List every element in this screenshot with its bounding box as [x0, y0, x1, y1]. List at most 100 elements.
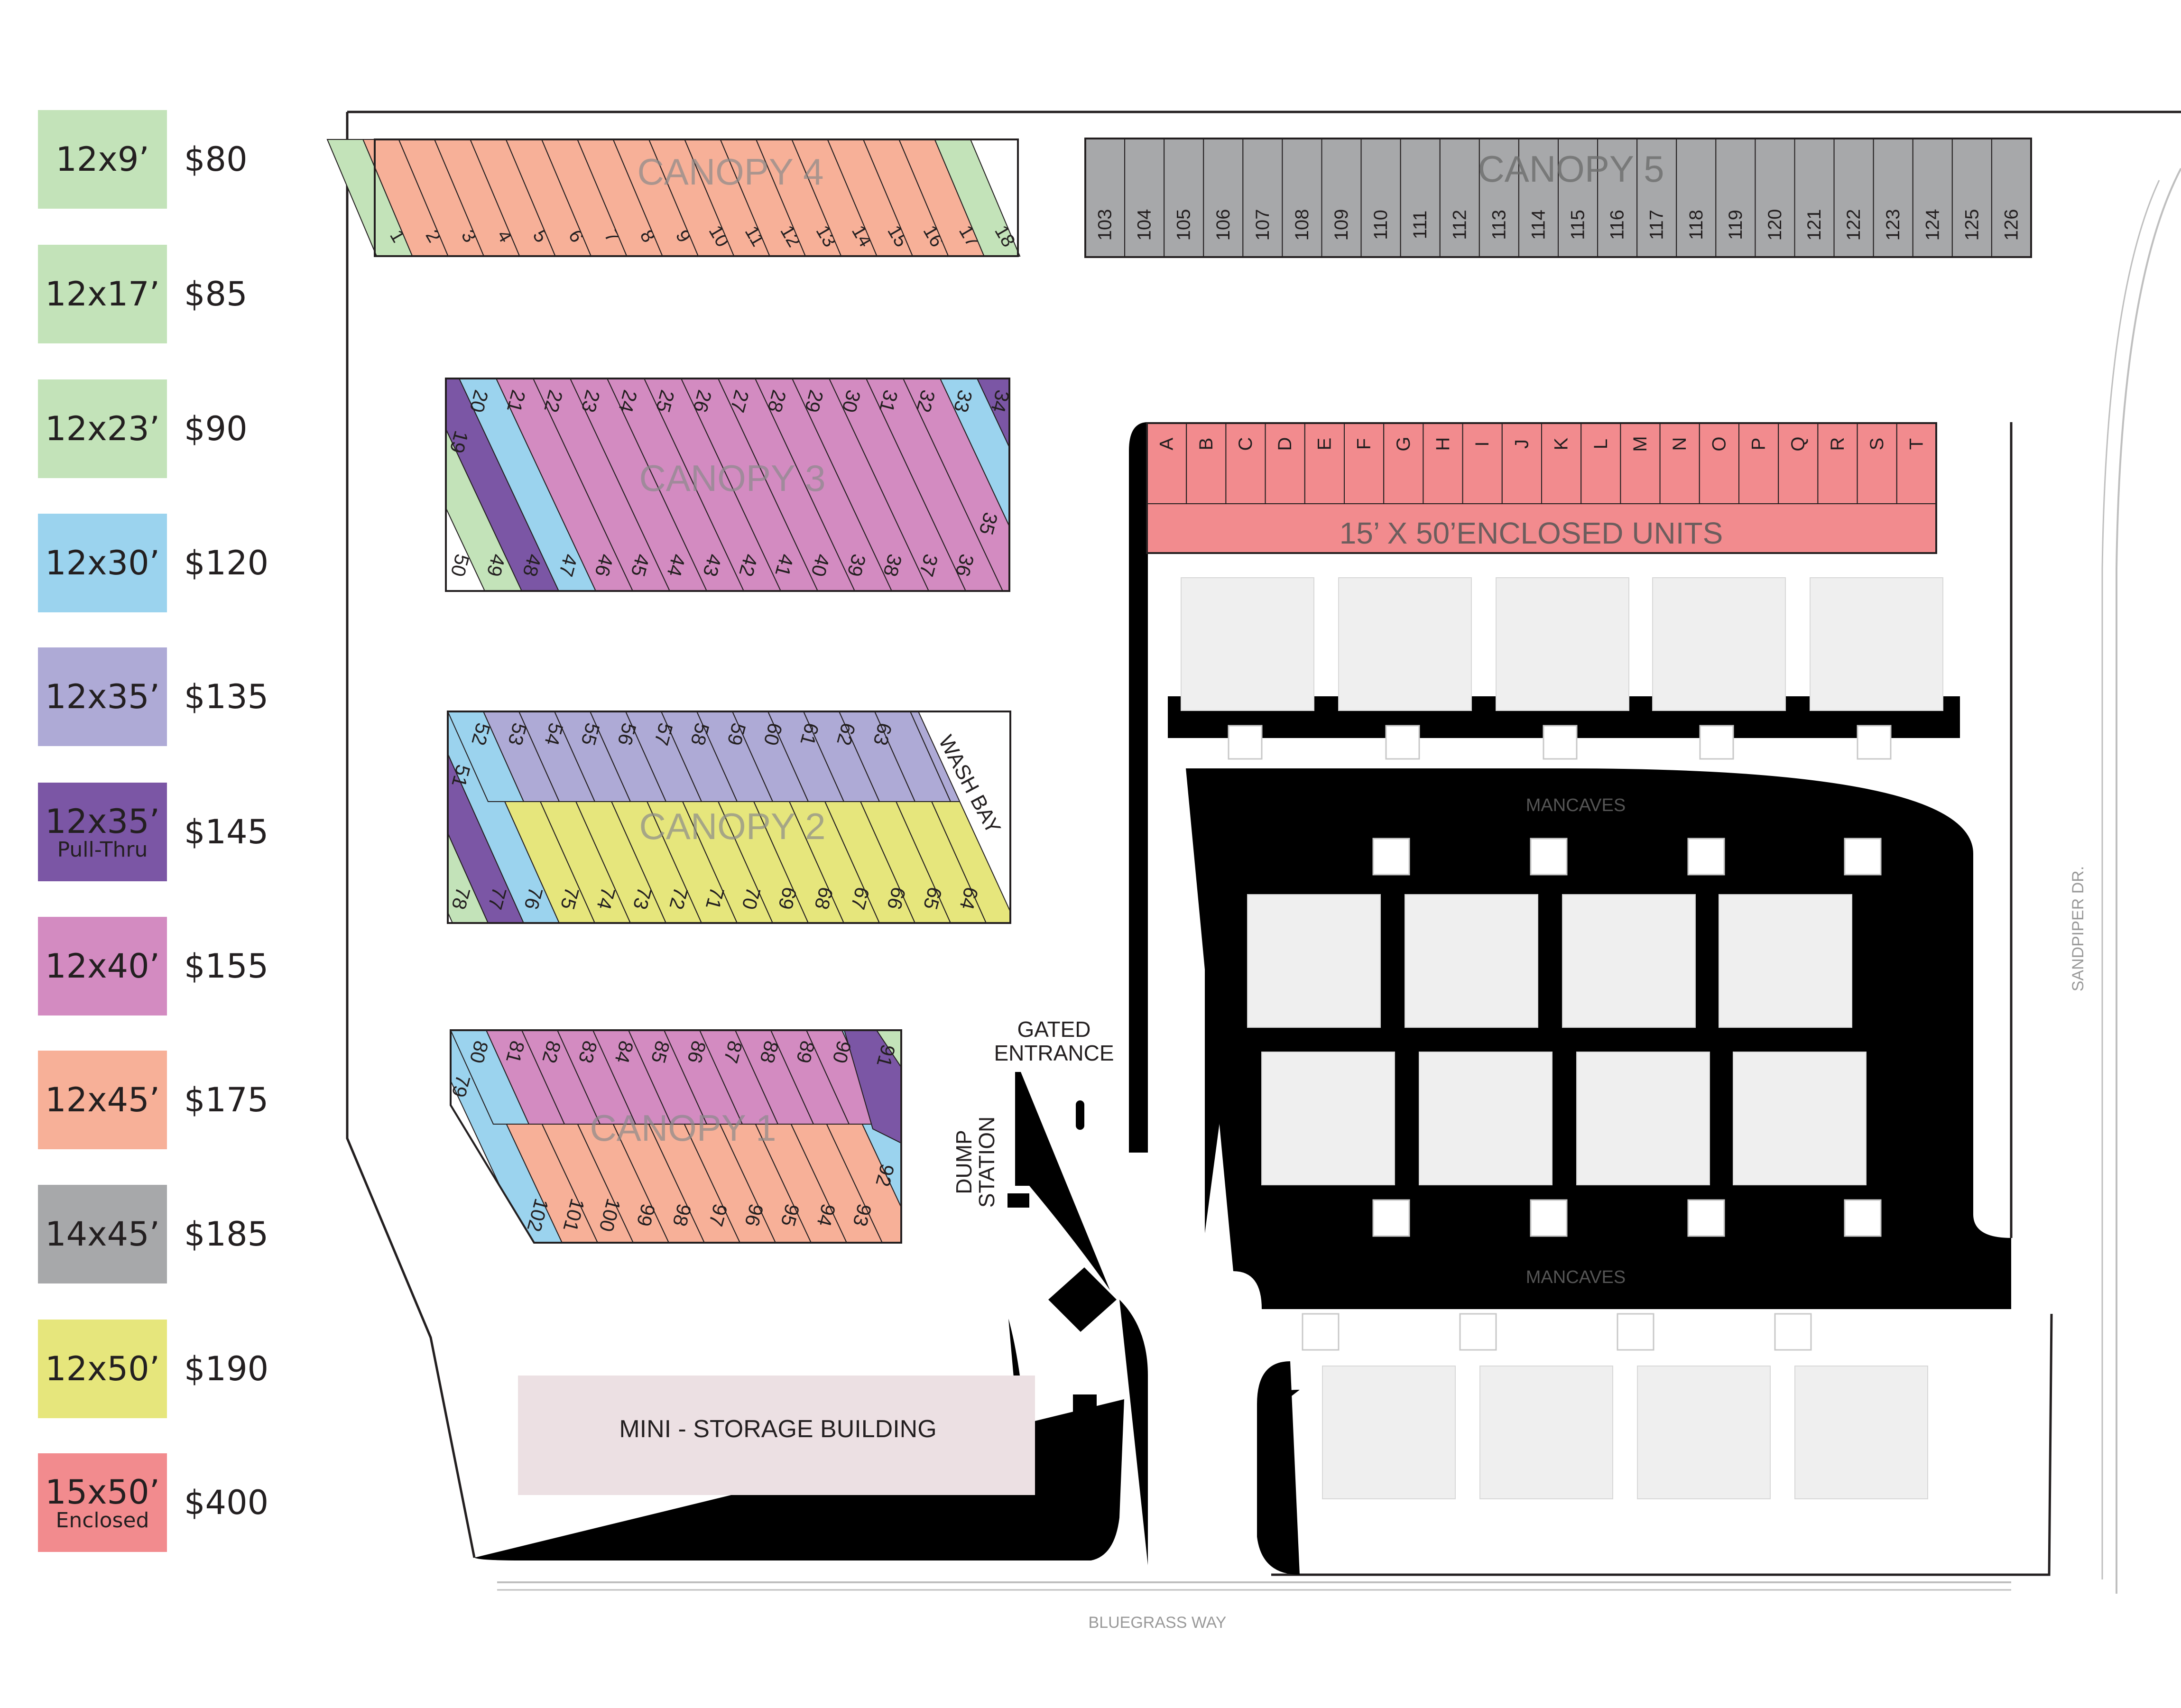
canopy-5-unit-number: 126	[2001, 209, 2022, 241]
enclosed-unit-letter: F	[1354, 438, 1375, 450]
mancave-door-pad	[1302, 1313, 1340, 1351]
enclosed-unit-letter: J	[1511, 439, 1532, 449]
canopy-1-title: CANOPY 1	[590, 1107, 776, 1149]
legend-size: 12x50’	[45, 1349, 160, 1388]
enclosed-unit	[1304, 423, 1345, 504]
enclosed-unit-letter: N	[1669, 437, 1690, 451]
canopy-5-unit	[1360, 138, 1401, 258]
gated-entrance-label-line2: ENTRANCE	[994, 1041, 1114, 1065]
legend-swatch: 12x9’	[38, 110, 167, 209]
dump-station-label-line1: DUMP	[952, 1130, 976, 1194]
canopy-1-unit-lower	[451, 1030, 563, 1243]
canopy-3-unit	[754, 379, 893, 591]
legend-swatch: 14x45’	[38, 1185, 167, 1283]
mancave-building	[1733, 1052, 1867, 1185]
canopy-5-unit-number: 103	[1095, 209, 1116, 241]
canopy-5-unit	[1636, 138, 1677, 258]
enclosed-unit	[1146, 423, 1187, 504]
mancave-door-pad	[1543, 725, 1578, 760]
enclosed-unit-letter: D	[1275, 437, 1295, 451]
canopy-3-unit	[680, 379, 819, 591]
legend-price: $145	[184, 812, 269, 851]
enclosed-units-title: 15’ X 50’ENCLOSED UNITS	[1340, 516, 1723, 550]
enclosed-unit	[1896, 423, 1937, 504]
gated-entrance-label-line1: GATED	[1017, 1017, 1090, 1042]
canopy-5-unit	[1912, 138, 1953, 258]
mancave-door-pad	[1617, 1313, 1654, 1351]
mancave-buildings	[1181, 577, 1943, 1499]
legend-size: 12x30’	[45, 544, 160, 582]
enclosed-unit	[1580, 423, 1621, 504]
mancave-building	[1810, 577, 1943, 711]
canopy-3-unit	[865, 379, 1004, 591]
enclosed-unit-letter: B	[1196, 438, 1217, 451]
legend-price: $400	[184, 1483, 269, 1522]
inner-road-east	[1129, 422, 1148, 1153]
enclosed-unit-letter: P	[1748, 438, 1769, 451]
enclosed-unit	[1186, 423, 1227, 504]
enclosed-unit	[1423, 423, 1463, 504]
roundabout-island	[1048, 1267, 1117, 1332]
mancave-building	[1637, 1366, 1771, 1499]
canopy-5-unit	[1242, 138, 1283, 258]
mancave-building	[1479, 1366, 1613, 1499]
mancaves-label-lower: MANCAVES	[1526, 1267, 1626, 1287]
enclosed-unit-letter: M	[1630, 436, 1651, 452]
canopy-5-unit-number: 108	[1292, 209, 1312, 241]
legend-swatch: 12x45’	[38, 1051, 167, 1149]
legend-size: 12x40’	[45, 947, 160, 986]
canopy-5-unit	[1755, 138, 1795, 258]
canopy-3-unit	[606, 379, 745, 591]
legend-price: $185	[184, 1215, 269, 1254]
canopy-2-title: CANOPY 2	[639, 805, 825, 847]
canopy-3-title: CANOPY 3	[639, 457, 825, 499]
canopy-5-unit-number: 120	[1765, 209, 1785, 241]
canopy-5-unit-number: 116	[1607, 210, 1628, 240]
canopy-3-unit	[902, 379, 1009, 591]
bluegrass-way-label: BLUEGRASS WAY	[1089, 1614, 1227, 1632]
legend-size: 12x23’	[45, 409, 160, 448]
lower-loop-inner	[1257, 1390, 1300, 1423]
canopy-1-small-unit	[876, 1030, 901, 1069]
enclosed-unit-letter: E	[1314, 438, 1335, 451]
canopy-5-unit-number: 114	[1528, 210, 1549, 240]
enclosed-unit-letter: A	[1156, 437, 1177, 450]
legend-swatch: 12x30’	[38, 514, 167, 612]
canopy-5-unit	[1951, 138, 1992, 258]
legend-size: 12x35’	[45, 802, 160, 841]
legend-subtitle: Enclosed	[55, 1508, 149, 1533]
canopy-5-unit-number: 125	[1961, 209, 1982, 241]
canopy-5-unit-number: 110	[1370, 210, 1391, 240]
legend-size: 12x35’	[45, 677, 160, 716]
legend-swatch: 12x35’	[38, 647, 167, 746]
legend-price: $135	[184, 677, 269, 716]
mancave-building	[1261, 1052, 1395, 1185]
legend-swatch: 12x23’	[38, 379, 167, 478]
enclosed-unit-letter: S	[1867, 438, 1887, 451]
canopy-5-unit	[1124, 138, 1165, 258]
legend-price: $80	[184, 140, 248, 179]
sandpiper-dr-road	[2116, 168, 2181, 1594]
mancave-door-pad	[1774, 1313, 1812, 1351]
mancave-building	[1652, 577, 1786, 711]
canopy-3-unit	[791, 379, 930, 591]
mancave-building	[1562, 894, 1696, 1028]
canopy-3-unit	[717, 379, 856, 591]
mini-storage-building	[518, 1376, 1035, 1495]
mancave-door-pad	[1687, 1199, 1725, 1237]
canopy-5-unit	[1833, 138, 1874, 258]
enclosed-unit	[1699, 423, 1740, 504]
legend-price: $85	[184, 275, 248, 314]
enclosed-unit-letter: Q	[1788, 436, 1809, 451]
canopy-5-unit-number: 122	[1843, 209, 1864, 241]
canopy-4-title: CANOPY 4	[637, 151, 823, 193]
enclosed-unit	[1817, 423, 1858, 504]
enclosed-unit	[1659, 423, 1700, 504]
canopy-5-unit-number: 118	[1686, 210, 1707, 240]
mancave-building	[1322, 1366, 1456, 1499]
canopy-5-unit-number: 105	[1174, 209, 1194, 241]
legend-swatch: 12x17’	[38, 245, 167, 343]
dump-station-label-line2: STATION	[974, 1117, 999, 1208]
